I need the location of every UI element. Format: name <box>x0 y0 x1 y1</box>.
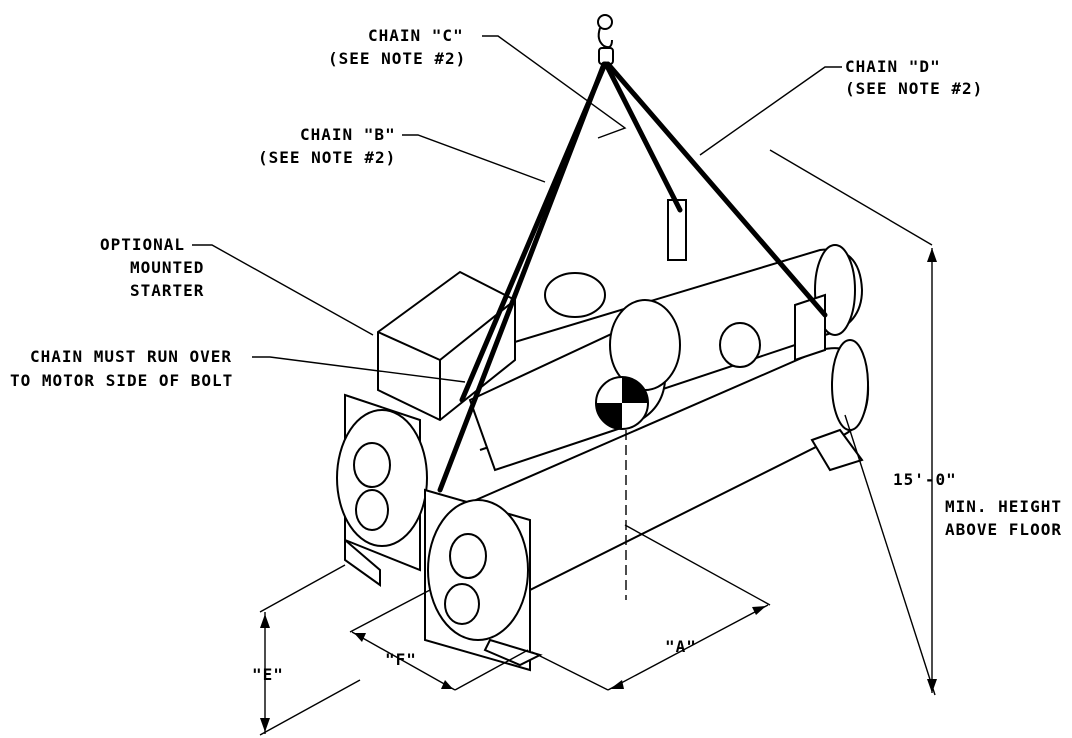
svg-text:CHAIN "D": CHAIN "D" <box>845 57 941 76</box>
svg-text:"E": "E" <box>252 665 284 684</box>
svg-text:"A": "A" <box>665 637 697 656</box>
label-chain-c: CHAIN "C" (SEE NOTE #2) <box>328 26 627 139</box>
chain-c-line <box>603 61 683 213</box>
lifting-hook <box>597 14 614 65</box>
dimension-f: "F" <box>349 589 529 691</box>
height-dimension: 15'-0" MIN. HEIGHT ABOVE FLOOR <box>769 149 1062 696</box>
svg-text:MIN. HEIGHT: MIN. HEIGHT <box>945 497 1062 516</box>
water-box-front <box>424 488 543 672</box>
label-chain-d: CHAIN "D" (SEE NOTE #2) <box>699 57 983 156</box>
label-chain-b: CHAIN "B" (SEE NOTE #2) <box>258 125 546 183</box>
svg-text:(SEE NOTE #2): (SEE NOTE #2) <box>258 148 396 167</box>
svg-text:(SEE NOTE #2): (SEE NOTE #2) <box>328 49 466 68</box>
dimension-e: "E" <box>252 564 361 736</box>
chain-d-line <box>605 61 828 318</box>
svg-text:CHAIN "B": CHAIN "B" <box>300 125 396 144</box>
water-box-rear <box>336 393 428 587</box>
svg-text:MOUNTED: MOUNTED <box>130 258 204 277</box>
label-bolt-note: CHAIN MUST RUN OVER TO MOTOR SIDE OF BOL… <box>10 347 466 390</box>
svg-text:STARTER: STARTER <box>130 281 204 300</box>
svg-text:"F": "F" <box>385 650 417 669</box>
label-optional-starter: OPTIONAL MOUNTED STARTER <box>100 235 374 336</box>
svg-text:(SEE NOTE #2): (SEE NOTE #2) <box>845 79 983 98</box>
rigging-chains <box>437 61 828 493</box>
chiller-unit <box>429 199 870 621</box>
svg-text:TO MOTOR SIDE OF BOLT: TO MOTOR SIDE OF BOLT <box>10 371 233 390</box>
dimension-a: "A" <box>531 524 771 691</box>
svg-text:CHAIN MUST RUN OVER: CHAIN MUST RUN OVER <box>30 347 232 366</box>
chain-a-line <box>459 61 608 403</box>
height-value: 15'-0" <box>893 470 957 489</box>
svg-text:OPTIONAL: OPTIONAL <box>100 235 185 254</box>
svg-text:ABOVE FLOOR: ABOVE FLOOR <box>945 520 1062 539</box>
svg-text:CHAIN "C": CHAIN "C" <box>368 26 464 45</box>
center-of-gravity-icon <box>595 376 649 600</box>
